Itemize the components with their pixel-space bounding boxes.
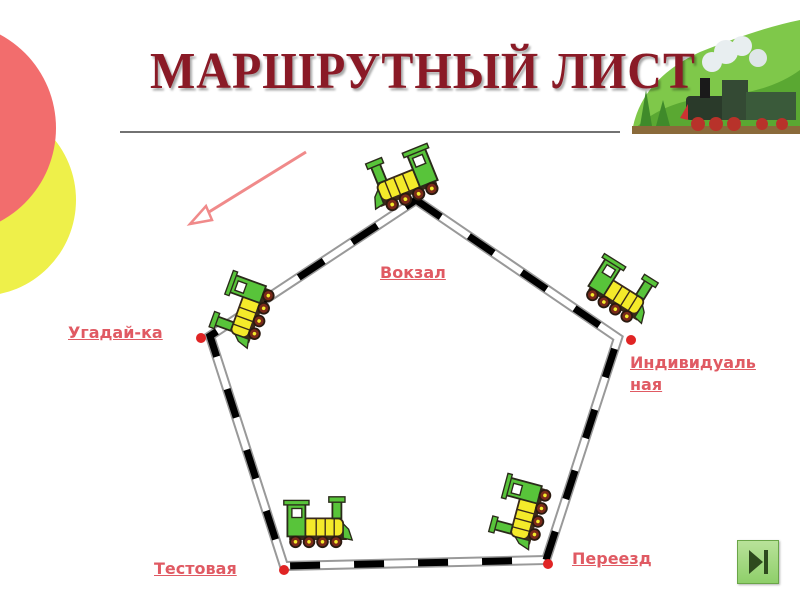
- station-dot-individual: [626, 335, 636, 345]
- station-link-individual[interactable]: Индивидуаль ная: [630, 352, 800, 396]
- page-title: МАРШРУТНЫЙ ЛИСТ: [150, 42, 696, 101]
- toy-train-icon: [357, 138, 447, 218]
- next-slide-button[interactable]: [737, 540, 779, 584]
- station-link-individual-line1: Индивидуаль: [630, 353, 756, 372]
- station-dot-pereezd: [543, 559, 553, 569]
- toy-train-icon: [282, 495, 354, 549]
- next-slide-icon: [749, 550, 768, 574]
- station-link-ugadaika[interactable]: Угадай-ка: [68, 323, 163, 342]
- station-link-individual-line2: ная: [630, 375, 663, 394]
- railway-track: [204, 193, 624, 572]
- arrow-icon: [186, 150, 307, 226]
- station-link-vokzal[interactable]: Вокзал: [380, 263, 446, 282]
- decor-circle-red: [0, 34, 56, 222]
- station-link-pereezd[interactable]: Переезд: [572, 549, 652, 568]
- station-dot-ugadaika: [196, 333, 206, 343]
- station-dot-testovaya: [279, 565, 289, 575]
- station-link-testovaya[interactable]: Тестовая: [154, 559, 237, 578]
- toy-train-icon: [205, 268, 279, 352]
- toy-train-icon: [485, 471, 555, 553]
- steam-train-illustration: [632, 20, 800, 134]
